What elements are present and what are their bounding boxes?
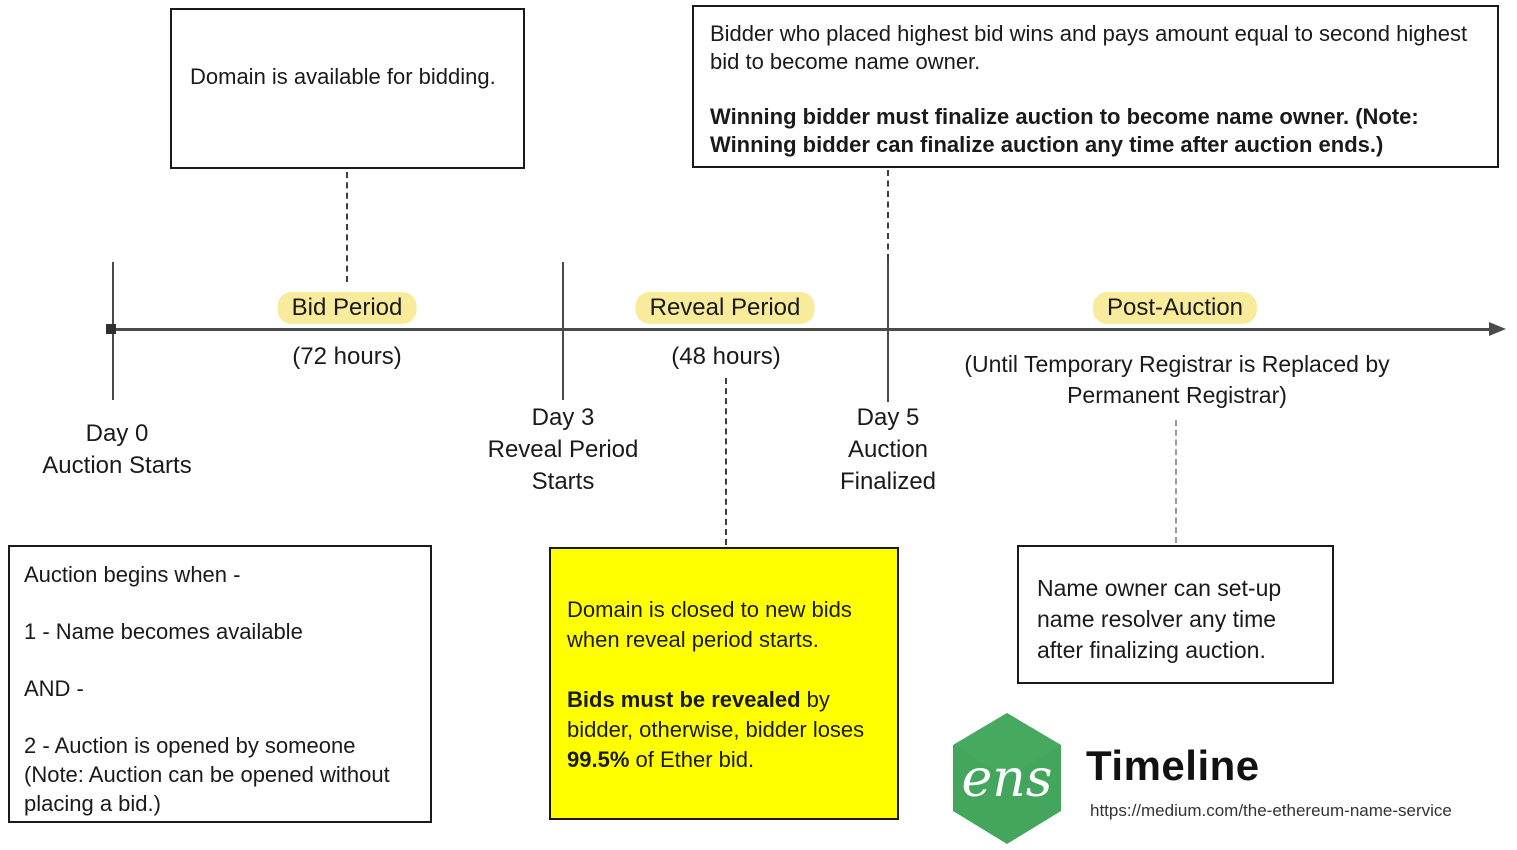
period-label-reveal: Reveal Period [635, 292, 815, 324]
domain-available-text: Domain is available for bidding. [190, 64, 496, 89]
timeline-axis [110, 328, 1492, 331]
milestone-day3-event: Reveal Period Starts [487, 436, 639, 495]
warning-bold-lead: Bids must be revealed [567, 687, 801, 712]
period-label-post-auction: Post-Auction [1092, 292, 1258, 324]
ens-logo-icon: ens [953, 713, 1061, 844]
milestone-day5-event: Auction Finalized [839, 436, 937, 495]
milestone-day3: Day 3 Reveal Period Starts [476, 402, 651, 498]
winning-bidder-note: Bidder who placed highest bid wins and p… [692, 5, 1499, 168]
warning-tail: of Ether bid. [629, 747, 755, 772]
duration-bid-period: (72 hours) [292, 343, 402, 370]
auction-begins-line3: AND - [24, 676, 84, 701]
period-label-bid: Bid Period [277, 292, 417, 324]
auction-begins-line2: 1 - Name becomes available [24, 619, 303, 644]
warning-reveal-text: Bids must be revealed by bidder, otherwi… [567, 685, 881, 775]
tick-day5 [887, 260, 889, 402]
warning-mid: by bidder, otherwise, bidder loses [567, 687, 865, 742]
duration-post-auction: (Until Temporary Registrar is Replaced b… [964, 351, 1390, 408]
connector-postauction-to-owner [1175, 420, 1177, 543]
auction-begins-line4: 2 - Auction is opened by someone (Note: … [24, 733, 390, 816]
milestone-day0-day: Day 0 [85, 420, 149, 447]
warning-bold-percent: 99.5% [567, 747, 630, 772]
milestone-day5-day: Day 5 [856, 404, 920, 431]
auction-begins-line1: Auction begins when - [24, 562, 241, 587]
connector-winner-to-day5 [887, 170, 889, 260]
milestone-day5: Day 5 Auction Finalized [813, 402, 963, 498]
milestone-day0-event: Auction Starts [42, 452, 192, 479]
warning-closed-text: Domain is closed to new bids when reveal… [567, 597, 852, 652]
reveal-warning-note: Domain is closed to new bids when reveal… [549, 547, 899, 820]
ens-logo-text: ens [962, 749, 1053, 809]
winner-finalize-paragraph: Winning bidder must finalize auction to … [710, 104, 1419, 157]
connector-available-to-bid-period [346, 172, 348, 282]
connector-48hours-to-warning [725, 378, 727, 545]
milestone-day0: Day 0 Auction Starts [15, 418, 220, 482]
name-owner-note: Name owner can set-up name resolver any … [1017, 545, 1334, 684]
brand-title: Timeline [1086, 742, 1260, 789]
timeline-start-marker [106, 324, 116, 334]
timeline-arrowhead-icon [1489, 322, 1506, 336]
brand-url: https://medium.com/the-ethereum-name-ser… [1090, 801, 1452, 820]
tick-day3 [562, 262, 564, 400]
domain-available-note: Domain is available for bidding. [170, 8, 525, 169]
name-owner-text: Name owner can set-up name resolver any … [1037, 575, 1282, 663]
auction-begins-note: Auction begins when - 1 - Name becomes a… [8, 545, 432, 823]
winner-paragraph: Bidder who placed highest bid wins and p… [710, 21, 1468, 74]
milestone-day3-day: Day 3 [531, 404, 595, 431]
duration-reveal-period: (48 hours) [671, 343, 781, 370]
